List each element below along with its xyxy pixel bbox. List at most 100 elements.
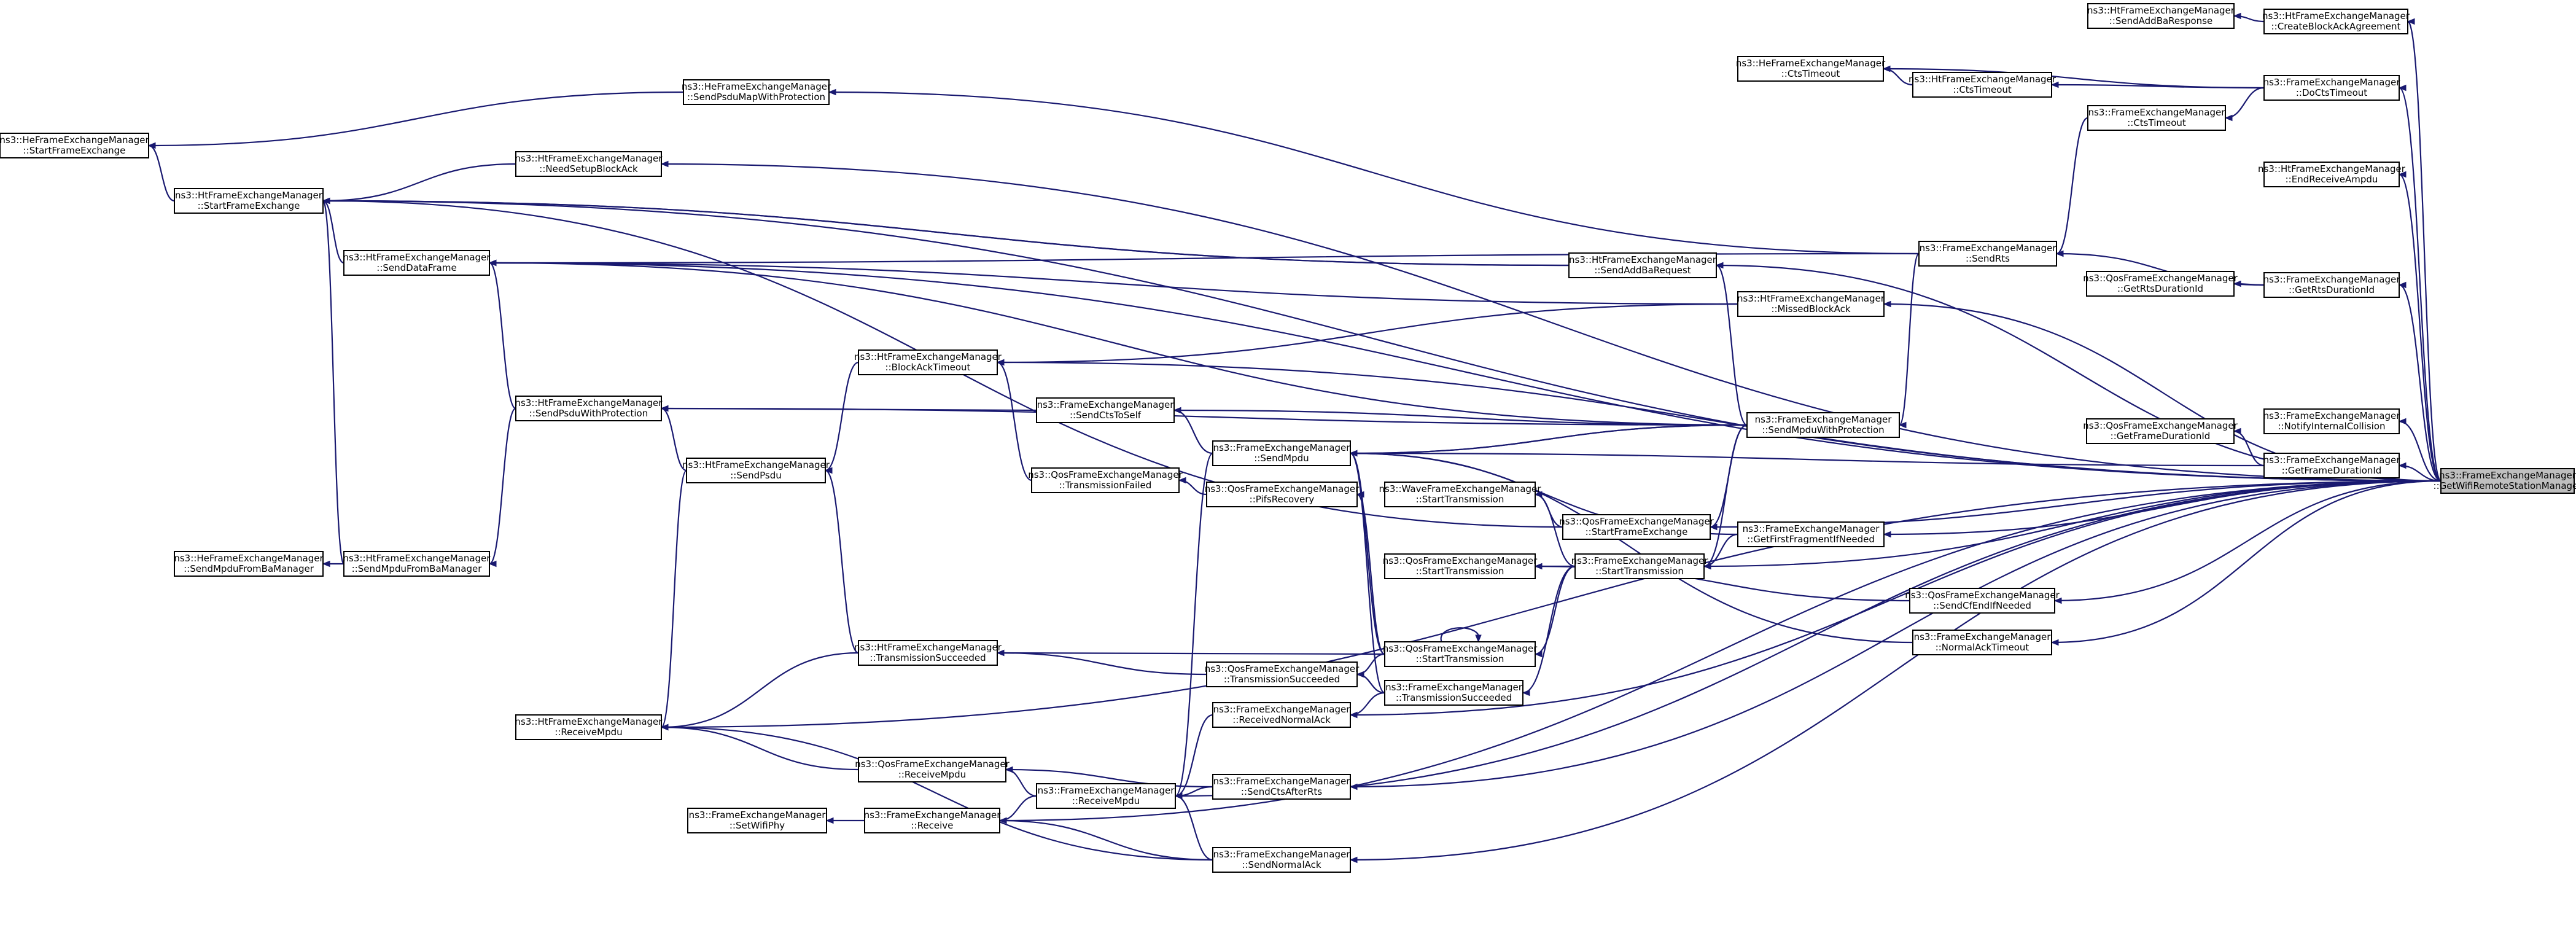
call-edge <box>1005 766 1213 788</box>
node-label-line: ::NotifyInternalCollision <box>2278 421 2385 432</box>
graph-node-fem-ts[interactable]: ns3::FrameExchangeManager::TransmissionS… <box>1384 680 1523 706</box>
graph-node-fem-swp[interactable]: ns3::FrameExchangeManager::SetWifiPhy <box>687 808 827 833</box>
graph-node-ht-sfe[interactable]: ns3::HtFrameExchangeManager::StartFrameE… <box>174 188 324 214</box>
node-label-line: ns3::FrameExchangeManager <box>1385 682 1523 693</box>
edge-line <box>1350 452 2265 467</box>
graph-node-fem-rna[interactable]: ns3::FrameExchangeManager::ReceivedNorma… <box>1212 702 1351 728</box>
graph-node-ht-ctst[interactable]: ns3::HtFrameExchangeManager::CtsTimeout <box>1909 72 2057 98</box>
graph-node-qos-tf[interactable]: ns3::QosFrameExchangeManager::Transmissi… <box>1028 467 1183 493</box>
graph-node-fem-nat[interactable]: ns3::FrameExchangeManager::NormalAckTime… <box>1912 630 2052 655</box>
graph-node-he-ctst[interactable]: ns3::HeFrameExchangeManager::CtsTimeout <box>1736 56 1886 82</box>
graph-node-fem-ctst[interactable]: ns3::FrameExchangeManager::CtsTimeout <box>2087 105 2226 131</box>
graph-node-ht-era[interactable]: ns3::HtFrameExchangeManager::EndReceiveA… <box>2258 162 2406 187</box>
node-label-line: ns3::FrameExchangeManager <box>2088 107 2226 118</box>
node-label-line: ns3::HeFrameExchangeManager <box>174 553 324 564</box>
edge-line <box>1535 565 1576 655</box>
graph-node-qos-sfe[interactable]: ns3::QosFrameExchangeManager::StartFrame… <box>1559 514 1714 540</box>
edge-arrowhead <box>998 817 1007 824</box>
edge-line <box>1356 493 1385 655</box>
node-label-line: ns3::FrameExchangeManager <box>1213 776 1351 787</box>
edge-arrowhead <box>1349 856 1358 864</box>
graph-node-wave-st[interactable]: ns3::WaveFrameExchangeManager::StartTran… <box>1379 482 1542 507</box>
node-label-line: ::Receive <box>911 820 954 831</box>
edge-arrowhead <box>2398 171 2407 178</box>
graph-node-qos-rm[interactable]: ns3::QosFrameExchangeManager::ReceiveMpd… <box>855 757 1010 782</box>
edge-arrowhead <box>1173 407 1181 414</box>
graph-node-he-sabrsp[interactable]: ns3::HtFrameExchangeManager::SendAddBaRe… <box>2087 3 2235 29</box>
node-label-line: ns3::FrameExchangeManager <box>2263 274 2401 285</box>
graph-node-qos-ts[interactable]: ns3::QosFrameExchangeManager::Transmissi… <box>1205 661 1360 687</box>
graph-node-fem-nic[interactable]: ns3::FrameExchangeManager::NotifyInterna… <box>2263 408 2401 434</box>
edge-arrowhead <box>2398 281 2407 289</box>
call-edge <box>2398 84 2442 482</box>
edge-arrowhead <box>1709 523 1718 531</box>
graph-node-fem-scar[interactable]: ns3::FrameExchangeManager::SendCtsAfterR… <box>1212 774 1351 800</box>
node-label-line: ::TransmissionSucceeded <box>1396 692 1512 703</box>
graph-node-fem-sna[interactable]: ns3::FrameExchangeManager::SendNormalAck <box>1212 847 1351 873</box>
graph-node-fem-st[interactable]: ns3::FrameExchangeManager::StartTransmis… <box>1571 553 1709 579</box>
node-box <box>1746 412 1900 438</box>
edge-line <box>322 163 516 202</box>
graph-node-qos-st1[interactable]: ns3::QosFrameExchangeManager::StartTrans… <box>1383 553 1538 579</box>
graph-node-qos-pifs[interactable]: ns3::QosFrameExchangeManager::PifsRecove… <box>1205 482 1360 507</box>
graph-node-qos-gfdi[interactable]: ns3::QosFrameExchangeManager::GetFrameDu… <box>2083 418 2238 444</box>
edge-arrowhead <box>660 405 669 412</box>
graph-node-he-spmwp[interactable]: ns3::HeFrameExchangeManager::SendPsduMap… <box>682 79 831 105</box>
node-box <box>343 551 490 577</box>
node-label-line: ns3::HtFrameExchangeManager <box>1569 254 1717 265</box>
call-edge <box>2407 18 2442 482</box>
graph-node-qos-scfe[interactable]: ns3::QosFrameExchangeManager::SendCfEndI… <box>1905 588 2060 614</box>
graph-node-fem-rm[interactable]: ns3::FrameExchangeManager::ReceiveMpdu <box>1036 783 1176 809</box>
graph-node-qos-grdi[interactable]: ns3::QosFrameExchangeManager::GetRtsDura… <box>2083 271 2238 297</box>
call-edge <box>1349 450 2265 467</box>
graph-node-fem-smwp[interactable]: ns3::FrameExchangeManager::SendMpduWithP… <box>1746 412 1900 438</box>
graph-node-fem-recv[interactable]: ns3::FrameExchangeManager::Receive <box>864 808 1002 833</box>
edge-arrowhead <box>322 197 330 205</box>
edge-line <box>661 652 859 728</box>
edge-arrowhead <box>1882 65 1891 72</box>
graph-node-fem-srts[interactable]: ns3::FrameExchangeManager::SendRts <box>1918 241 2057 267</box>
node-label-line: ns3::HtFrameExchangeManager <box>1909 74 2057 85</box>
graph-node-qos-st2[interactable]: ns3::QosFrameExchangeManager::StartTrans… <box>1383 641 1538 667</box>
graph-node-fem-grdi[interactable]: ns3::FrameExchangeManager::GetRtsDuratio… <box>2263 272 2401 298</box>
call-edge <box>660 652 859 731</box>
nodes-layer: ns3::FrameExchangeManager::GetWifiRemote… <box>0 3 2576 873</box>
edge-line <box>661 480 2442 728</box>
node-label-line: ::TransmissionSucceeded <box>1224 674 1340 685</box>
node-label-line: ::StartFrameExchange <box>198 200 300 211</box>
graph-node-ht-bat[interactable]: ns3::HtFrameExchangeManager::BlockAckTim… <box>854 349 1002 375</box>
graph-node-he-sfe[interactable]: ns3::HeFrameExchangeManager::StartFrameE… <box>0 133 149 158</box>
graph-node-fem-gfin[interactable]: ns3::FrameExchangeManager::GetFirstFragm… <box>1737 521 1885 547</box>
graph-node-ht-cbaa[interactable]: ns3::HtFrameExchangeManager::CreateBlock… <box>2262 9 2410 34</box>
graph-node-he-smfbm[interactable]: ns3::HeFrameExchangeManager::SendMpduFro… <box>174 551 324 577</box>
edge-arrowhead <box>2398 418 2407 425</box>
call-edge <box>488 407 516 568</box>
graph-node-ht-ts[interactable]: ns3::HtFrameExchangeManager::Transmissio… <box>854 640 1002 666</box>
edge-line <box>1175 452 1213 797</box>
graph-node-fem-gfdi[interactable]: ns3::FrameExchangeManager::GetFrameDurat… <box>2263 453 2401 478</box>
node-label-line: ::ReceiveMpdu <box>1072 795 1140 806</box>
graph-node-fem-dctst[interactable]: ns3::FrameExchangeManager::DoCtsTimeout <box>2263 75 2401 101</box>
graph-node-fem-sm[interactable]: ns3::FrameExchangeManager::SendMpdu <box>1212 440 1351 466</box>
call-edge <box>147 142 175 202</box>
node-label-line: ::SendMpduFromBaManager <box>184 563 314 574</box>
graph-node-ht-sp[interactable]: ns3::HtFrameExchangeManager::SendPsdu <box>682 458 830 483</box>
graph-node-ht-mba[interactable]: ns3::HtFrameExchangeManager::MissedBlock… <box>1737 291 1885 317</box>
graph-node-ht-sabr[interactable]: ns3::HtFrameExchangeManager::SendAddBaRe… <box>1568 252 1717 278</box>
edge-arrowhead <box>488 560 497 568</box>
graph-node-ht-rm[interactable]: ns3::HtFrameExchangeManager::ReceiveMpdu <box>515 714 663 740</box>
graph-node-ht-sdf[interactable]: ns3::HtFrameExchangeManager::SendDataFra… <box>343 250 491 276</box>
graph-node-ht-nsba[interactable]: ns3::HtFrameExchangeManager::NeedSetupBl… <box>515 151 663 177</box>
node-box <box>2086 271 2235 297</box>
graph-node-fem-sctts[interactable]: ns3::FrameExchangeManager::SendCtsToSelf <box>1036 397 1175 423</box>
edge-line <box>828 91 1920 255</box>
graph-node-ht-spwp[interactable]: ns3::HtFrameExchangeManager::SendPsduWit… <box>515 396 663 421</box>
graph-node-ht-smfbm[interactable]: ns3::HtFrameExchangeManager::SendMpduFro… <box>343 551 491 577</box>
node-box <box>2263 453 2400 478</box>
edge-line <box>1175 480 2442 797</box>
edge-line <box>1703 424 1748 568</box>
edge-arrowhead <box>1349 450 1358 457</box>
edge-arrowhead <box>825 817 834 824</box>
call-edge <box>322 197 1570 267</box>
edge-line <box>489 262 516 410</box>
